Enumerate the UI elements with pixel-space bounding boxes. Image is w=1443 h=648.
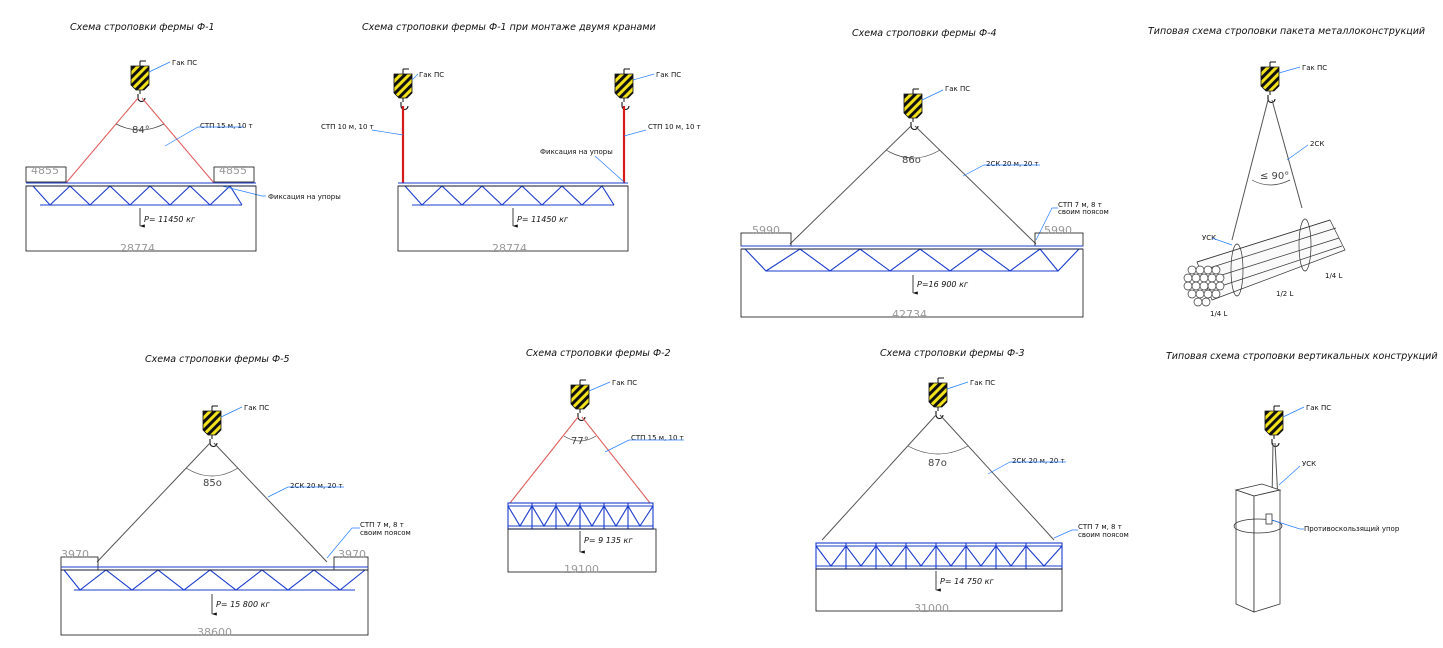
f1-title: Схема строповки фермы Ф-1 [70,22,215,33]
f5-load: Р= 15 800 кг [216,600,270,609]
pack-angle: ≤ 90° [1260,171,1289,182]
f1two-sling-left: СТП 10 м, 10 т [321,123,374,131]
f4-sling-label: 2СК 20 м, 20 т [986,160,1039,168]
f1-angle: 84° [132,125,150,136]
hook-label: Гак ПС [970,379,995,387]
pack-title: Типовая схема строповки пакета металлоко… [1148,26,1425,37]
diagram-pack: Типовая схема строповки пакета металлоко… [1148,26,1425,318]
f2-truss [507,502,654,530]
f4-span: 42734 [892,308,927,321]
crane-hook-icon [928,377,948,420]
f1two-fixing: Фиксация на упоры [540,148,613,156]
f4-dim-left: 5990 [752,224,780,237]
f1two-title: Схема строповки фермы Ф-1 при монтаже дв… [362,22,656,33]
f5-strap-note: своим поясом [360,529,411,537]
f3-title: Схема строповки фермы Ф-3 [880,348,1025,359]
diagram-f4: Схема строповки фермы Ф-4 Гак ПС 86о 2СК… [740,28,1109,321]
crane-hook-icon [614,68,634,111]
crane-hook-icon [393,68,413,111]
f5-truss [61,566,368,591]
f4-truss [741,245,1083,272]
f5-dim-left: 3970 [61,548,89,561]
pack-dim-c: 1/4 L [1325,272,1342,280]
f2-title: Схема строповки фермы Ф-2 [526,348,671,359]
f5-angle: 85о [203,478,222,489]
vert-choker-label: УСК [1302,460,1316,468]
f1-span: 28774 [120,242,155,255]
f5-span: 38600 [197,626,232,639]
pack-dim-a: 1/4 L [1210,310,1227,318]
crane-hook-icon [130,60,150,103]
f3-span: 31000 [914,602,949,615]
f4-load: Р=16 900 кг [917,280,969,289]
hook-label-left: Гак ПС [419,71,444,79]
f2-angle: 77° [571,436,589,447]
pipe-bundle [1183,218,1346,307]
f4-strap-label: СТП 7 м, 8 т [1058,201,1102,209]
f3-load: Р= 14 750 кг [940,577,994,586]
f4-angle: 86о [902,155,921,166]
hook-label: Гак ПС [1302,64,1327,72]
hook-label-right: Гак ПС [656,71,681,79]
diagram-f1-two-cranes: Схема строповки фермы Ф-1 при монтаже дв… [321,22,701,255]
f2-load: Р= 9 135 кг [584,536,633,545]
crane-hook-icon [1264,405,1284,448]
f5-strap-label: СТП 7 м, 8 т [360,521,404,529]
f1-dim-right: 4855 [219,164,247,177]
crane-hook-icon [903,88,923,131]
diagram-vertical: Типовая схема строповки вертикальных кон… [1166,351,1438,613]
diagram-f2: Схема строповки фермы Ф-2 Гак ПС 77° СТП… [507,348,684,576]
diagram-f3: Схема строповки фермы Ф-3 Гак ПС 87о 2СК… [815,348,1129,615]
f4-strap-note: своим поясом [1058,208,1109,216]
f1two-load: Р= 11450 кг [517,215,569,224]
diagram-f1: Схема строповки фермы Ф-1 Гак ПС 84° СТП… [25,22,341,255]
f3-strap-note: своим поясом [1078,531,1129,539]
crane-hook-icon [570,379,590,422]
hook-label: Гак ПС [945,85,970,93]
f3-sling-label: 2СК 20 м, 20 т [1012,457,1065,465]
f5-dim-right: 3970 [338,548,366,561]
hook-label: Гак ПС [172,59,197,67]
f3-angle: 87о [928,458,947,469]
pack-sling-label: 2СК [1310,140,1324,148]
column-member [1233,483,1283,613]
f4-dim-right: 5990 [1044,224,1072,237]
pack-choker-label: УСК [1202,234,1216,242]
f1-sling-label: СТП 15 м, 10 т [200,122,253,130]
hook-label: Гак ПС [612,379,637,387]
vert-title: Типовая схема строповки вертикальных кон… [1166,351,1438,362]
vert-stop-label: Противоскользящий упор [1304,525,1400,533]
f2-sling-label: СТП 15 м, 10 т [631,434,684,442]
f1-dim-left: 4855 [31,164,59,177]
f5-title: Схема строповки фермы Ф-5 [145,354,290,365]
diagram-f5: Схема строповки фермы Ф-5 Гак ПС 85о 2СК… [60,354,411,639]
f4-title: Схема строповки фермы Ф-4 [852,28,997,39]
crane-hook-icon [1260,61,1280,104]
f1two-span: 28774 [492,242,527,255]
crane-hook-icon [202,405,222,448]
hook-label: Гак ПС [244,404,269,412]
f5-sling-label: 2СК 20 м, 20 т [290,482,343,490]
f1-load: Р= 11450 кг [144,215,196,224]
f2-span: 19100 [564,563,599,576]
f3-strap-label: СТП 7 м, 8 т [1078,523,1122,531]
f1two-sling-right: СТП 10 м, 10 т [648,123,701,131]
pack-dim-b: 1/2 L [1276,290,1293,298]
f1-fixing-label: Фиксация на упоры [268,193,341,201]
hook-label: Гак ПС [1306,404,1331,412]
f3-truss [815,542,1063,570]
